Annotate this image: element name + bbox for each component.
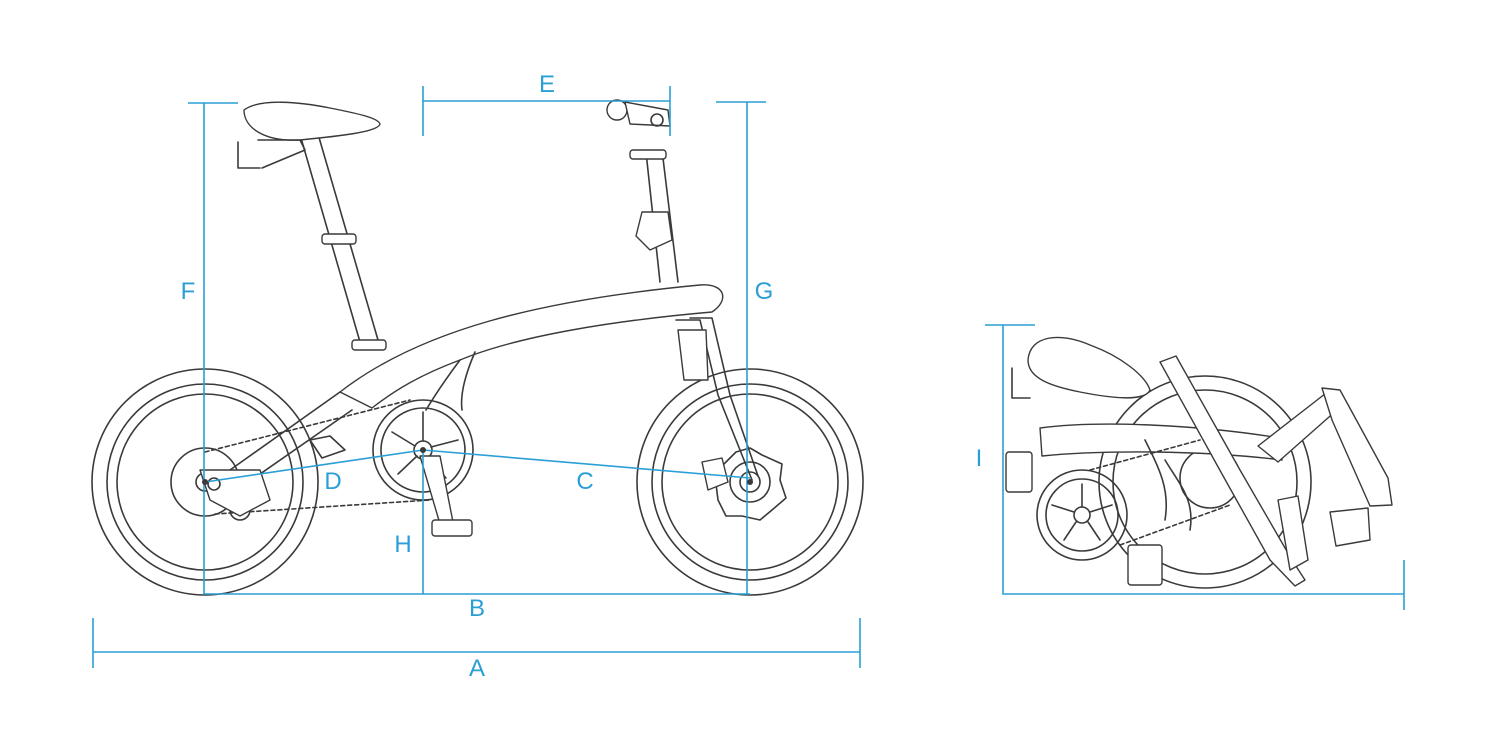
frame [229,284,724,489]
dimension-label-F: F [180,278,196,305]
dimension-label-B: B [468,595,485,622]
dimension-label-I: I [975,445,983,472]
dimension-label-H: H [394,531,412,558]
folded-bike [1005,336,1393,589]
front-wheel [636,368,864,596]
stem [629,149,679,283]
dimension-label-G: G [754,278,774,305]
dimension-C-line [422,449,751,479]
dimension-A-line [92,618,861,668]
dimension-label-C: C [576,468,594,495]
fork [675,317,759,481]
seat-post [300,133,387,351]
dimension-I-line [985,324,1405,610]
pedal [431,519,473,537]
dimension-E-line [422,86,671,136]
unfolded-bike [91,99,864,596]
handlebar [606,99,671,127]
saddle [237,101,381,169]
dimension-G-line [716,101,766,594]
dimension-label-D: D [324,468,342,495]
dimension-D-line [204,449,424,483]
crank-arm [419,455,454,525]
dimension-label-E: E [538,71,555,98]
dimension-lines [92,86,1405,668]
axle-marks [202,447,753,485]
dimension-label-A: A [468,655,485,682]
front-caliper [701,457,729,491]
dimension-F-line [188,102,238,594]
rear-derailleur [199,469,271,517]
